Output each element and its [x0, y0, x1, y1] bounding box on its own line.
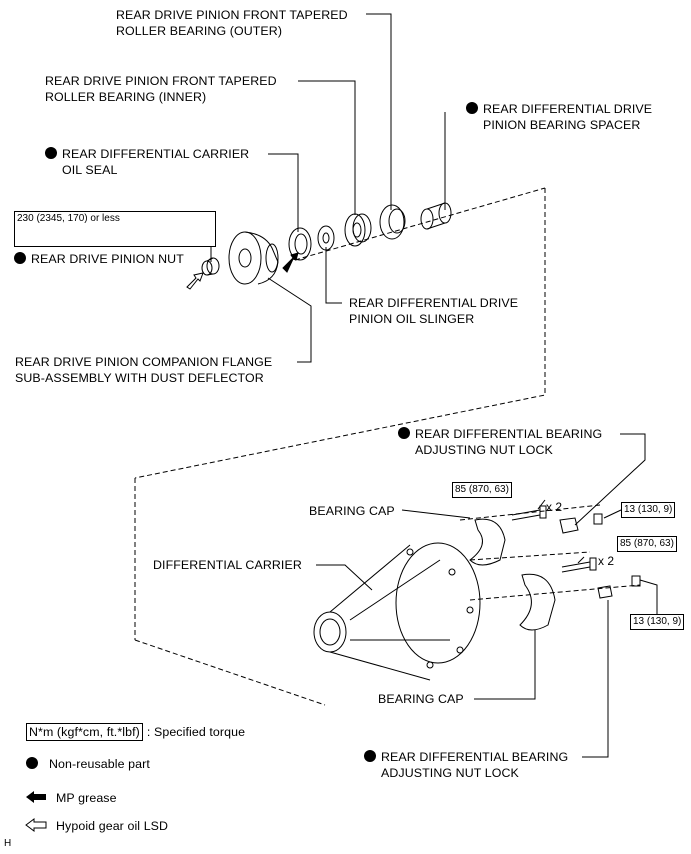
leader-slinger — [325, 247, 342, 304]
torque-box-pinion-nut: 230 (2345, 170) or less — [14, 211, 216, 247]
label-line: REAR DRIVE PINION FRONT TAPERED — [45, 74, 277, 88]
multiplier-upper: x 2 — [546, 500, 563, 514]
legend-mp-grease: MP grease — [56, 791, 117, 805]
hypoid-oil-arrow — [186, 272, 204, 290]
outer-race-part — [379, 204, 406, 240]
label-line: SUB-ASSEMBLY WITH DUST DEFLECTOR — [15, 371, 264, 385]
label-differential-carrier: DIFFERENTIAL CARRIER — [153, 558, 302, 572]
label-nut-lock-bottom: REAR DIFFERENTIAL BEARING ADJUSTING NUT … — [364, 749, 568, 781]
label-line: PINION OIL SLINGER — [349, 312, 475, 326]
label-line: ADJUSTING NUT LOCK — [381, 766, 519, 780]
legend-torque-box: N*m (kgf*cm, ft.*lbf) — [26, 723, 143, 741]
upper-assembly-dashed-guide — [134, 188, 546, 479]
torque-box-lock-bolt-lower: 13 (130, 9) — [630, 614, 685, 630]
torque-value: 85 (870, 63) — [455, 484, 509, 495]
leader-torque-cap-low — [577, 556, 585, 564]
bearing-cap-upper-part — [469, 518, 506, 566]
torque-box-lock-bolt-upper: 13 (130, 9) — [621, 502, 676, 518]
label-companion-flange: REAR DRIVE PINION COMPANION FLANGE SUB-A… — [15, 354, 272, 386]
nonreusable-dot-icon — [398, 427, 410, 439]
mp-grease-arrow — [282, 252, 299, 273]
nonreusable-dot-icon — [364, 750, 376, 762]
nonreusable-dot-icon — [14, 252, 26, 264]
label-line: REAR DRIVE PINION FRONT TAPERED — [116, 8, 348, 22]
leader-torque-lock-low — [639, 579, 658, 614]
bearing-cap-lower-part — [519, 573, 556, 631]
label-line: ROLLER BEARING (OUTER) — [116, 24, 283, 38]
label-line: ADJUSTING NUT LOCK — [415, 443, 553, 457]
leader-carrier — [316, 564, 373, 591]
oil-seal-part — [288, 227, 312, 261]
torque-value: 85 (870, 63) — [620, 538, 674, 549]
label-spacer: REAR DIFFERENTIAL DRIVE PINION BEARING S… — [466, 101, 652, 133]
legend-nonreusable: Non-reusable part — [26, 756, 150, 772]
legend-hypoid: Hypoid gear oil LSD — [56, 819, 169, 833]
pinion-nut-part — [201, 257, 220, 276]
torque-box-cap-bolt-lower: 85 (870, 63) — [617, 536, 677, 552]
label-bearing-cap-bottom: BEARING CAP — [378, 692, 464, 706]
leader-lock-bottom — [582, 600, 609, 758]
torque-value: 13 (130, 9) — [633, 616, 682, 627]
label-front-inner: REAR DRIVE PINION FRONT TAPERED ROLLER B… — [45, 73, 277, 105]
differential-carrier-part — [313, 542, 481, 681]
legend-mp-grease-arrow — [26, 791, 46, 803]
leader-lock-top — [574, 433, 646, 526]
label-bearing-cap-top: BEARING CAP — [309, 504, 395, 518]
nonreusable-dot-icon — [26, 757, 38, 769]
label-line: REAR DRIVE PINION NUT — [31, 252, 184, 266]
oil-slinger-part — [317, 225, 335, 251]
leader-torque-lock-up — [603, 509, 622, 519]
label-nut-lock-top: REAR DIFFERENTIAL BEARING ADJUSTING NUT … — [398, 426, 602, 458]
legend-torque: N*m (kgf*cm, ft.*lbf): Specified torque — [26, 723, 245, 741]
label-line: REAR DIFFERENTIAL DRIVE — [349, 296, 519, 310]
legend-nonreusable-text: Non-reusable part — [49, 757, 150, 771]
label-line: REAR DIFFERENTIAL DRIVE — [483, 102, 653, 116]
label-line: REAR DIFFERENTIAL BEARING — [381, 750, 569, 764]
legend-torque-text: : Specified torque — [146, 725, 246, 739]
torque-value: 230 (2345, 170) or less — [17, 213, 120, 224]
label-oil-seal: REAR DIFFERENTIAL CARRIER OIL SEAL — [45, 146, 249, 178]
figure-footer: H — [4, 838, 12, 849]
nut-lock-upper — [559, 513, 603, 534]
leader-front-outer — [366, 13, 392, 210]
nonreusable-dot-icon — [45, 147, 57, 159]
torque-value: 13 (130, 9) — [624, 504, 673, 515]
label-front-outer: REAR DRIVE PINION FRONT TAPERED ROLLER B… — [116, 7, 348, 39]
legend-hypoid-arrow — [25, 818, 47, 832]
inner-bearing-part — [344, 213, 372, 247]
companion-flange-part — [228, 231, 279, 285]
label-oil-slinger: REAR DIFFERENTIAL DRIVE PINION OIL SLING… — [349, 295, 518, 327]
cap-bolt-upper — [511, 505, 547, 521]
label-line: REAR DIFFERENTIAL CARRIER — [62, 147, 250, 161]
label-line: ROLLER BEARING (INNER) — [45, 90, 207, 104]
leader-front-inner — [298, 80, 356, 215]
leader-torque-cap-up — [537, 499, 546, 510]
leader-cap-top — [401, 509, 471, 519]
cap-bolt-lower — [561, 557, 597, 573]
label-line: REAR DRIVE PINION COMPANION FLANGE — [15, 355, 273, 369]
label-line: OIL SEAL — [62, 163, 118, 177]
torque-box-cap-bolt-upper: 85 (870, 63) — [452, 482, 512, 498]
nonreusable-dot-icon — [466, 102, 478, 114]
leader-oil-seal — [268, 153, 299, 232]
label-line: REAR DIFFERENTIAL BEARING — [415, 427, 603, 441]
multiplier-lower: x 2 — [598, 554, 615, 568]
label-pinion-nut: REAR DRIVE PINION NUT — [14, 251, 184, 267]
bearing-spacer-part — [420, 202, 452, 230]
leader-cap-bottom — [474, 630, 536, 700]
label-line: PINION BEARING SPACER — [483, 118, 641, 132]
leader-flange — [267, 277, 312, 363]
nut-lock-lower — [597, 575, 641, 599]
